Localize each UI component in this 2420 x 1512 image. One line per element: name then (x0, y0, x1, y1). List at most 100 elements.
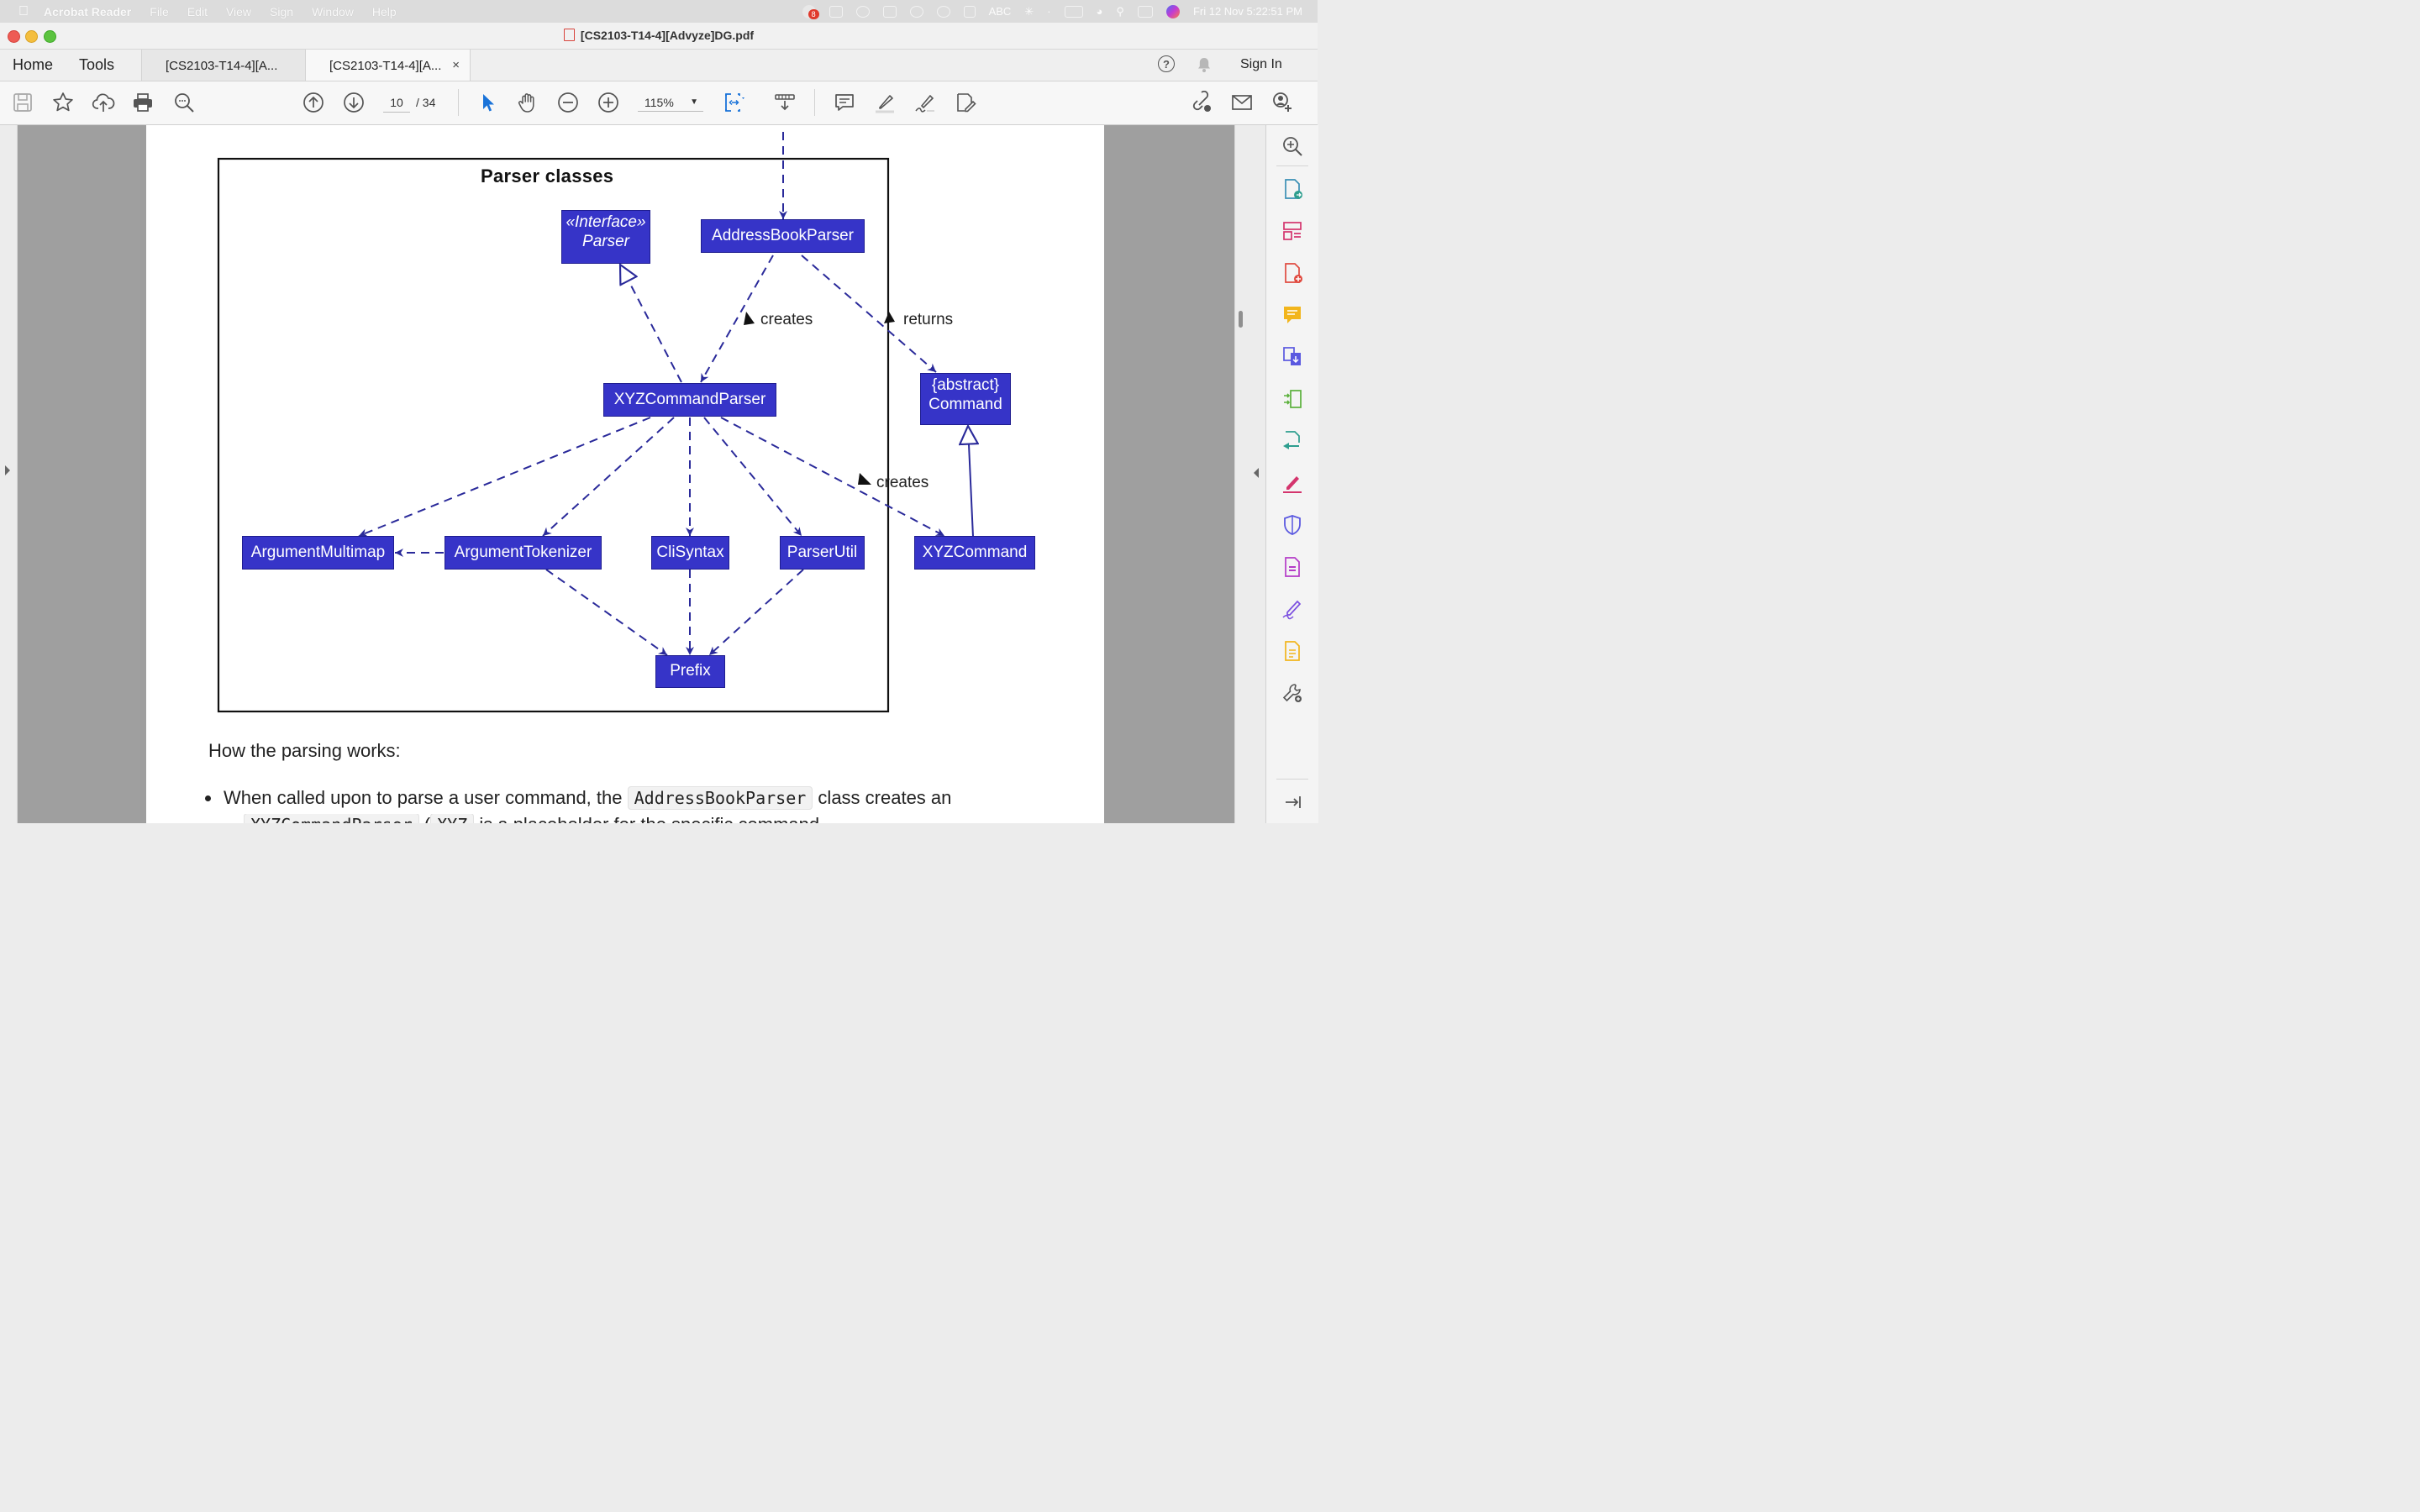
window-title: [CS2103-T14-4][Advyze]DG.pdf (0, 29, 1318, 42)
comment-tool-icon[interactable] (1281, 303, 1304, 327)
toolbar-divider (814, 89, 815, 116)
paragraph-heading: How the parsing works: (208, 740, 401, 761)
page-number-input[interactable]: 10 (383, 93, 410, 113)
save-icon[interactable] (11, 91, 34, 114)
apple-icon[interactable]:  (18, 4, 32, 18)
bullet-item: When called upon to parse a user command… (205, 786, 951, 810)
protect-shield-icon[interactable] (1281, 513, 1304, 537)
video-icon[interactable] (829, 5, 843, 18)
organize-pages-icon[interactable] (1281, 219, 1304, 243)
email-icon[interactable] (1230, 91, 1254, 114)
help-icon[interactable]: ? (1158, 55, 1175, 72)
hand-tool-icon[interactable] (516, 91, 539, 114)
doc-tab-2-label: [CS2103-T14-4][A... (329, 59, 442, 73)
print-icon[interactable] (131, 91, 155, 114)
node-xyz-command-parser: XYZCommandParser (603, 383, 776, 417)
menu-view[interactable]: View (225, 4, 252, 18)
draw-signature-icon[interactable] (913, 91, 937, 114)
zoom-out-icon[interactable] (556, 91, 580, 114)
node-argument-tokenizer: ArgumentTokenizer (445, 536, 602, 570)
clipboard-icon[interactable] (882, 5, 897, 18)
edit-text-icon[interactable] (954, 91, 977, 114)
menu-window[interactable]: Window (312, 4, 354, 18)
record-icon[interactable] (855, 5, 870, 18)
comment-icon[interactable] (833, 91, 856, 114)
wifi-icon[interactable]: ◕ (1096, 5, 1103, 18)
inline-code: XYZCommandParser (244, 814, 419, 823)
collapse-panel-icon[interactable] (1281, 790, 1304, 814)
search-icon[interactable]: ⚲ (1116, 4, 1124, 18)
scroll-mode-icon[interactable] (773, 91, 797, 114)
minimize-window-button[interactable] (25, 30, 38, 43)
menu-file[interactable]: File (150, 4, 169, 18)
menu-app[interactable]: Acrobat Reader (44, 4, 132, 18)
bell-icon[interactable] (1197, 56, 1212, 73)
macos-menubar:  Acrobat Reader File Edit View Sign Win… (0, 0, 1318, 23)
zoom-level-select[interactable]: 115%▼ (638, 93, 703, 112)
cloud-upload-icon[interactable] (92, 91, 115, 114)
previous-page-icon[interactable] (302, 91, 325, 114)
inline-code: AddressBookParser (627, 786, 813, 810)
document-viewport[interactable]: Parser classes «Interface» Parser Addres… (0, 125, 1265, 823)
node-parser-util: ParserUtil (780, 536, 865, 570)
more-tools-icon[interactable] (1281, 681, 1304, 705)
menu-sign[interactable]: Sign (270, 4, 294, 18)
left-panel-toggle[interactable] (0, 125, 18, 823)
select-tool-icon[interactable] (476, 91, 499, 114)
tools-sidebar (1265, 125, 1318, 823)
zoom-magnifier-icon[interactable] (1281, 134, 1304, 158)
menu-edit[interactable]: Edit (187, 4, 208, 18)
diagram-edges (217, 132, 1104, 713)
bullet-text: When called upon to parse a user command… (224, 787, 628, 808)
fill-and-sign-icon[interactable] (1281, 471, 1304, 495)
combine-files-icon[interactable] (1281, 345, 1304, 369)
compress-pdf-icon[interactable] (1281, 387, 1304, 411)
notification-icon[interactable]: 8 (802, 4, 819, 19)
font-icon[interactable] (963, 5, 976, 18)
battery-icon[interactable] (1064, 5, 1083, 18)
pdf-page: Parser classes «Interface» Parser Addres… (146, 125, 1104, 823)
siri-icon[interactable] (1165, 4, 1180, 18)
next-page-icon[interactable] (342, 91, 366, 114)
redact-icon[interactable] (1281, 555, 1304, 579)
request-signature-icon[interactable] (1281, 597, 1304, 621)
add-user-icon[interactable] (1270, 91, 1294, 114)
spotlight-dot-icon[interactable]: · (1047, 5, 1051, 18)
tab-home[interactable]: Home (13, 56, 54, 73)
doc-tab-2[interactable]: [CS2103-T14-4][A... × (306, 50, 471, 81)
zoom-window-button[interactable] (44, 30, 56, 43)
timer-icon[interactable] (909, 5, 923, 18)
play-icon[interactable] (936, 5, 950, 18)
zoom-level-value: 115% (644, 96, 674, 109)
send-for-review-icon[interactable] (1281, 429, 1304, 453)
bluetooth-icon[interactable]: ✳ (1024, 4, 1034, 18)
notification-badge: 8 (808, 8, 819, 19)
clock[interactable]: Fri 12 Nov 5:22:51 PM (1192, 5, 1302, 18)
export-pdf-icon[interactable] (1281, 177, 1304, 201)
control-center-icon[interactable] (1137, 5, 1153, 18)
star-icon[interactable] (51, 91, 75, 114)
menu-help[interactable]: Help (371, 4, 397, 18)
sidebar-divider (1276, 779, 1308, 780)
highlight-icon[interactable] (873, 91, 897, 114)
fit-page-icon[interactable] (723, 91, 746, 114)
doc-tab-1[interactable]: [CS2103-T14-4][A... (141, 50, 306, 81)
chevron-right-icon (5, 465, 10, 475)
inline-code: XYZ (430, 814, 475, 823)
close-tab-icon[interactable]: × (452, 58, 460, 72)
edge-label-creates: creates (876, 474, 929, 491)
right-scroll-area[interactable] (1234, 125, 1265, 823)
certificates-icon[interactable] (1281, 639, 1304, 663)
share-link-icon[interactable] (1190, 90, 1213, 114)
create-pdf-icon[interactable] (1281, 261, 1304, 285)
sign-in-button[interactable]: Sign In (1240, 57, 1282, 71)
input-source[interactable]: ABC (988, 5, 1012, 18)
package-frame (217, 157, 890, 713)
close-window-button[interactable] (8, 30, 20, 43)
zoom-in-icon[interactable] (597, 91, 620, 114)
scrollbar-thumb[interactable] (1239, 311, 1243, 328)
status-area: 8 ABC ✳ · ◕ ⚲ Fri 12 Nov 5:22:51 PM (802, 0, 1302, 23)
tab-tools[interactable]: Tools (79, 56, 115, 73)
find-icon[interactable] (172, 91, 196, 114)
chevron-left-icon[interactable] (1254, 468, 1259, 478)
